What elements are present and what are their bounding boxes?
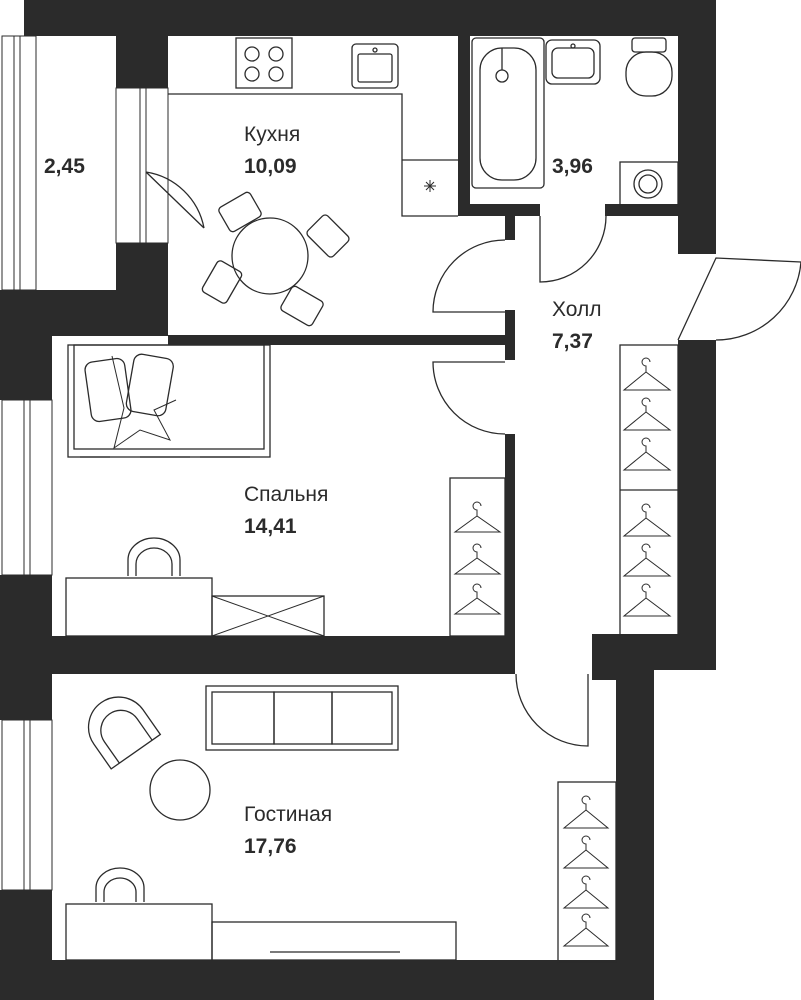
dining-table bbox=[201, 191, 350, 327]
bedroom-area: 14,41 bbox=[244, 515, 297, 538]
kitchen-name: Кухня bbox=[244, 123, 300, 146]
wall-kitchen-bath bbox=[458, 0, 470, 216]
living-wardrobe bbox=[557, 781, 617, 963]
chair-icon bbox=[127, 537, 181, 576]
wall-bath-bottom-right bbox=[605, 204, 715, 216]
hall-wardrobe bbox=[619, 344, 679, 636]
kitchen-counter bbox=[168, 93, 458, 217]
door-bathroom bbox=[539, 215, 607, 283]
chair-icon bbox=[280, 285, 324, 327]
kitchen-area: 10,09 bbox=[244, 155, 297, 178]
hanger-icon bbox=[622, 503, 672, 537]
door-kitchen bbox=[432, 239, 506, 313]
windows bbox=[1, 35, 169, 891]
hanger-icon bbox=[622, 583, 672, 617]
pillow-icon bbox=[84, 357, 132, 423]
chair-icon bbox=[306, 214, 350, 258]
hanger-icon bbox=[622, 357, 672, 391]
hanger-icon bbox=[453, 543, 502, 575]
window-bedroom bbox=[1, 399, 53, 576]
blanket bbox=[111, 355, 177, 450]
balcony-area: 2,45 bbox=[44, 155, 85, 178]
door-entrance bbox=[677, 257, 801, 341]
wall-right-hall bbox=[678, 340, 716, 670]
bathroom-area: 3,96 bbox=[552, 155, 593, 178]
wall-left-lower bbox=[0, 890, 52, 1000]
door-balcony bbox=[145, 171, 205, 229]
wall-balcony-kitchen-top bbox=[116, 0, 168, 88]
hanger-icon bbox=[622, 543, 672, 577]
room-labels: 2,45 Кухня 10,09 3,96 Холл 7,37 Спальня … bbox=[44, 123, 602, 858]
wall-kitchen-bedroom bbox=[168, 335, 515, 345]
living-name: Гостиная bbox=[244, 803, 332, 826]
hanger-icon bbox=[562, 835, 610, 869]
wall-right-living bbox=[616, 634, 654, 1000]
hanger-icon bbox=[622, 437, 672, 471]
living-furniture bbox=[65, 685, 617, 963]
hall-name: Холл bbox=[552, 298, 602, 321]
living-desk bbox=[65, 867, 457, 961]
kitchen-furniture bbox=[168, 37, 458, 327]
hanger-icon bbox=[453, 501, 502, 533]
fridge-icon bbox=[424, 180, 436, 192]
wall-hall-post bbox=[505, 210, 515, 240]
washbasin-icon bbox=[545, 39, 601, 85]
hanger-icon bbox=[562, 913, 610, 947]
wall-bedroom-hall bbox=[505, 434, 515, 674]
wall-bottom bbox=[0, 960, 654, 1000]
washing-machine-icon bbox=[619, 161, 679, 207]
toilet-icon bbox=[625, 37, 673, 97]
bedroom-name: Спальня bbox=[244, 483, 328, 506]
walls bbox=[0, 0, 716, 1000]
hanger-icon bbox=[453, 583, 502, 615]
bedroom-desk bbox=[65, 537, 325, 637]
stove-icon bbox=[235, 37, 293, 89]
bathroom-fixtures bbox=[471, 37, 679, 207]
wall-balcony-bottom bbox=[0, 290, 168, 336]
window-kitchen bbox=[115, 87, 169, 244]
bed bbox=[67, 344, 271, 458]
chair-icon bbox=[218, 191, 262, 233]
window-living bbox=[1, 719, 53, 891]
living-area: 17,76 bbox=[244, 835, 297, 858]
kitchen-sink-icon bbox=[351, 43, 399, 89]
wall-bedroom-living bbox=[52, 636, 515, 674]
chair-icon bbox=[95, 867, 145, 902]
sofa bbox=[205, 685, 399, 751]
hanger-icon bbox=[562, 795, 610, 829]
bedroom-furniture bbox=[65, 344, 506, 637]
pillow-icon bbox=[125, 353, 174, 417]
bedroom-wardrobe bbox=[449, 477, 506, 637]
hanger-icon bbox=[562, 875, 610, 909]
wall-bedroom-hall-top bbox=[505, 310, 515, 360]
window-balcony bbox=[1, 35, 37, 291]
door-bedroom bbox=[432, 361, 506, 435]
bathtub-icon bbox=[471, 37, 545, 189]
hall-area: 7,37 bbox=[552, 330, 593, 353]
wall-left-middle bbox=[0, 575, 52, 720]
chair-icon bbox=[201, 260, 243, 304]
hanger-icon bbox=[622, 397, 672, 431]
armchair-icon bbox=[87, 696, 162, 770]
coffee-table bbox=[149, 759, 211, 821]
wall-bath-bottom bbox=[458, 204, 540, 216]
wall-hall-living-stub bbox=[592, 670, 616, 680]
door-living bbox=[515, 673, 589, 747]
